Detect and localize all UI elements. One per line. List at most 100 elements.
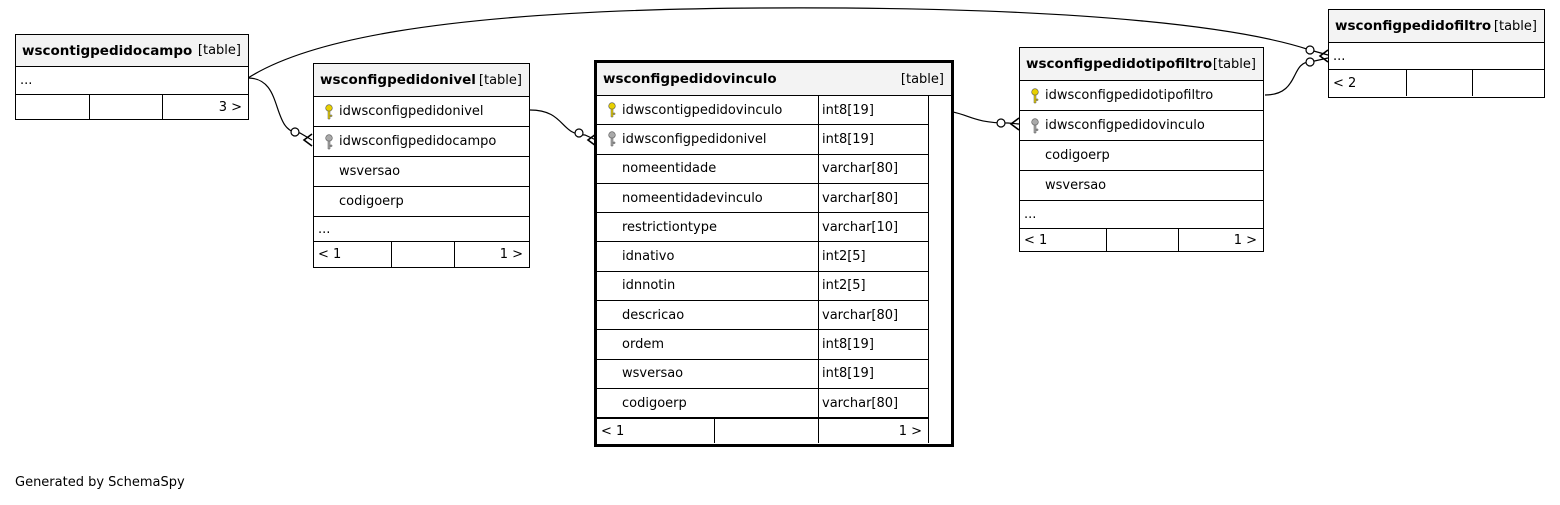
column-datatype: int8[19] <box>818 359 928 388</box>
column-datatype: int8[19] <box>818 96 928 125</box>
table-header: wsconfigpedidotipofiltro [table] <box>1020 48 1263 81</box>
column-name: wsversao <box>1045 178 1107 193</box>
primary-key-icon <box>319 103 339 120</box>
zero-many-marker <box>1305 57 1315 67</box>
column-name-cell: idwsconfigpedidovinculo <box>1020 111 1263 140</box>
parents-count: < 1 <box>601 423 625 439</box>
zero-many-marker <box>996 118 1006 128</box>
more-columns: ... <box>1024 207 1037 222</box>
column-row[interactable]: restrictiontype varchar[10] <box>597 213 928 243</box>
column-name-cell: descricao <box>597 301 818 329</box>
foreign-key-icon <box>1025 117 1045 134</box>
column-name-cell: idwsconfigpedidonivel <box>314 97 529 126</box>
foreign-key-icon <box>602 131 622 147</box>
parents-count: < 1 <box>1024 233 1048 248</box>
rows-count <box>714 419 818 444</box>
column-datatype: varchar[80] <box>818 183 928 213</box>
table-name: wsconfigpedidotipofiltro <box>1026 56 1213 72</box>
column-name-cell: idwsconfigpedidonivel <box>597 125 818 153</box>
column-name-cell: idwsconfigpedidocampo <box>314 127 529 156</box>
table-header: wsconfigpedidovinculo [table] <box>597 63 951 96</box>
children-count: 1 > <box>454 242 529 267</box>
column-row[interactable]: idwsconfigpedidovinculo <box>1020 111 1263 141</box>
column-row[interactable]: ordem int8[19] <box>597 330 928 360</box>
rows-count <box>1406 70 1472 96</box>
zero-many-marker <box>574 128 584 138</box>
column-datatype: varchar[80] <box>818 301 928 330</box>
column-row[interactable]: idnnotin int2[5] <box>597 271 928 302</box>
column-name: idwsconfigpedidonivel <box>339 104 484 119</box>
column-row[interactable]: codigoerp <box>1020 141 1263 171</box>
column-name: codigoerp <box>622 395 687 411</box>
children-count <box>1472 70 1544 96</box>
column-datatype: varchar[80] <box>818 388 928 418</box>
zero-many-marker <box>290 127 300 137</box>
column-name-cell: codigoerp <box>1020 141 1263 170</box>
parents-count: < 1 <box>318 247 342 262</box>
column-name-cell: nomeentidadevinculo <box>597 184 818 212</box>
crowfoot-marker <box>302 133 313 147</box>
rows-count <box>1106 229 1178 252</box>
table-wsconfigpedidovinculo[interactable]: wsconfigpedidovinculo [table] idwscontig… <box>594 60 954 447</box>
column-name: idwsconfigpedidocampo <box>339 134 497 149</box>
column-row[interactable]: idwscontigpedidovinculo int8[19] <box>597 96 928 126</box>
column-row[interactable]: wsversao <box>1020 171 1263 201</box>
column-list: idwsconfigpedidonivel idwsconfigpedidocam… <box>314 97 529 217</box>
table-header: wsconfigpedidonivel [table] <box>314 64 529 97</box>
column-name: restrictiontype <box>622 219 717 235</box>
table-footer: < 1 1 > <box>314 242 529 267</box>
column-row[interactable]: codigoerp <box>314 187 529 217</box>
column-row[interactable]: wsversao <box>314 157 529 187</box>
primary-key-icon <box>1025 87 1045 104</box>
table-wscontigpedidocampo[interactable]: wscontigpedidocampo [table] ... 3 > <box>15 34 249 120</box>
column-name-cell: wsversao <box>1020 171 1263 200</box>
table-wsconfigpedidotipofiltro[interactable]: wsconfigpedidotipofiltro [table] idwscon… <box>1019 47 1264 252</box>
column-row[interactable]: idwsconfigpedidocampo <box>314 127 529 157</box>
foreign-key-icon <box>319 133 339 150</box>
ellipsis-row: ... <box>16 67 248 95</box>
column-name: idnnotin <box>622 278 676 294</box>
column-name: idwsconfigpedidotipofiltro <box>1045 88 1214 103</box>
column-name-cell: idnnotin <box>597 272 818 300</box>
table-type: [table] <box>478 72 522 88</box>
column-row[interactable]: idwsconfigpedidotipofiltro <box>1020 81 1263 111</box>
column-name-cell: idnativo <box>597 242 818 270</box>
column-name-cell: idwsconfigpedidotipofiltro <box>1020 81 1263 110</box>
column-datatype: varchar[80] <box>818 154 928 183</box>
column-name-cell: restrictiontype <box>597 213 818 241</box>
table-name: wscontigpedidocampo <box>22 42 193 59</box>
crowfoot-marker <box>1009 117 1020 131</box>
more-columns: ... <box>318 221 331 237</box>
column-name-cell: codigoerp <box>314 187 529 216</box>
parents-count <box>16 95 89 119</box>
column-name: ordem <box>622 337 664 353</box>
column-name: idwscontigpedidovinculo <box>622 102 783 118</box>
table-name: wsconfigpedidofiltro <box>1335 18 1492 34</box>
relation-campo-nivel <box>247 77 313 141</box>
table-wsconfigpedidonivel[interactable]: wsconfigpedidonivel [table] idwsconfigpe… <box>313 63 530 268</box>
table-type: [table] <box>900 71 944 87</box>
column-row[interactable]: idwsconfigpedidonivel <box>314 97 529 127</box>
column-row[interactable]: codigoerp varchar[80] <box>597 388 928 419</box>
column-datatype: int8[19] <box>818 330 928 359</box>
column-datatype: int2[5] <box>818 271 928 301</box>
column-datatype: varchar[10] <box>818 213 928 242</box>
rows-count <box>89 95 162 119</box>
table-header: wscontigpedidocampo [table] <box>16 35 248 67</box>
table-wsconfigpedidofiltro[interactable]: wsconfigpedidofiltro [table] ... < 2 <box>1328 9 1545 98</box>
table-footer: < 2 <box>1329 70 1544 96</box>
column-name-cell: nomeentidade <box>597 155 818 183</box>
table-header: wsconfigpedidofiltro [table] <box>1329 10 1544 43</box>
parents-count: < 2 <box>1333 75 1357 91</box>
ellipsis-row: ... <box>314 217 529 242</box>
ellipsis-row: ... <box>1020 201 1263 229</box>
rows-count <box>391 242 454 267</box>
table-type: [table] <box>197 43 241 58</box>
